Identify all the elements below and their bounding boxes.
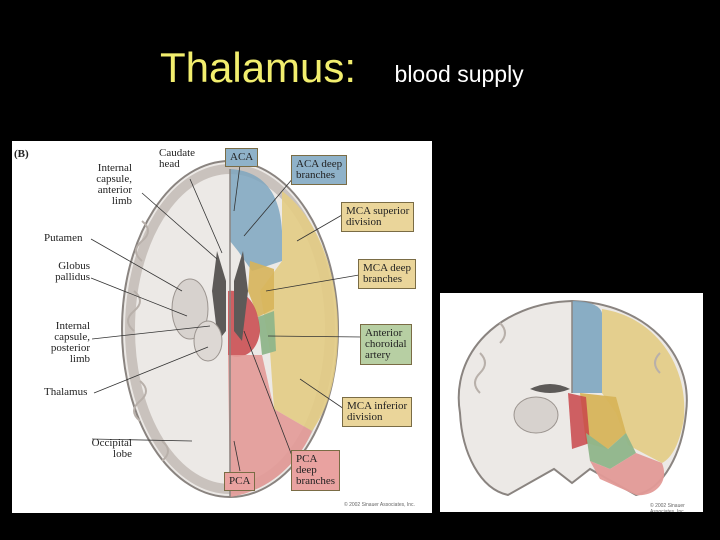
copyright-b: © 2002 Sinauer Associates, Inc. <box>344 502 415 508</box>
anterior-choroidal-territory <box>258 311 276 355</box>
box-anterior-choroidal-artery: Anterior choroidal artery <box>360 324 412 365</box>
axial-section-figure: (B) Internal capsule, anterior limb Caud… <box>12 141 432 513</box>
title-main: Thalamus: <box>160 44 357 91</box>
left-thalamus <box>193 320 223 362</box>
label-thalamus: Thalamus <box>44 386 88 398</box>
left-ventricle <box>212 251 226 341</box>
aca-territory <box>230 169 282 271</box>
coronal-left-deep-nuclei <box>513 396 559 434</box>
gyri-pattern <box>127 220 169 462</box>
box-mca-superior-division: MCA superior division <box>341 202 415 232</box>
box-mca-deep-branches: MCA deep branches <box>358 259 416 289</box>
box-aca-deep-branches: ACA deep branches <box>291 155 348 185</box>
mca-deep-territory <box>248 261 274 317</box>
title-subtitle: blood supply <box>394 61 524 87</box>
coronal-brain-illustration <box>457 299 688 497</box>
box-mca-inferior-division: MCA inferior division <box>342 397 413 427</box>
box-pca: PCA <box>224 472 256 491</box>
label-occipital-lobe: Occipital lobe <box>91 437 132 460</box>
coronal-gyri <box>474 322 661 394</box>
box-aca: ACA <box>225 148 259 167</box>
coronal-pca-deep-territory <box>568 393 590 449</box>
right-ventricle <box>234 251 248 341</box>
label-putamen: Putamen <box>44 232 83 244</box>
coronal-mca-deep-territory <box>580 393 626 449</box>
coronal-pca-territory <box>590 453 665 496</box>
slide-title: Thalamus: blood supply <box>160 44 524 92</box>
coronal-ventricle <box>530 384 570 393</box>
label-globus-pallidus: Globus pallidus <box>55 260 90 283</box>
label-caudate-head: Caudate head <box>159 147 196 170</box>
coronal-aca-territory <box>572 301 602 393</box>
panel-label-b: (B) <box>14 148 29 160</box>
box-pca-deep-branches: PCA deep branches <box>291 450 341 491</box>
coronal-anterior-choroidal-territory <box>586 433 636 469</box>
copyright-c: © 2002 Sinauer Associates, Inc. <box>650 503 686 512</box>
leader-lines <box>90 164 363 472</box>
label-internal-capsule-anterior: Internal capsule, anterior limb <box>96 162 132 207</box>
mca-territory <box>260 191 338 431</box>
left-basal-ganglia <box>171 278 209 340</box>
coronal-section-figure: © 2002 Sinauer Associates, Inc. <box>440 293 703 512</box>
label-internal-capsule-posterior: Internal capsule, posterior limb <box>50 320 90 365</box>
